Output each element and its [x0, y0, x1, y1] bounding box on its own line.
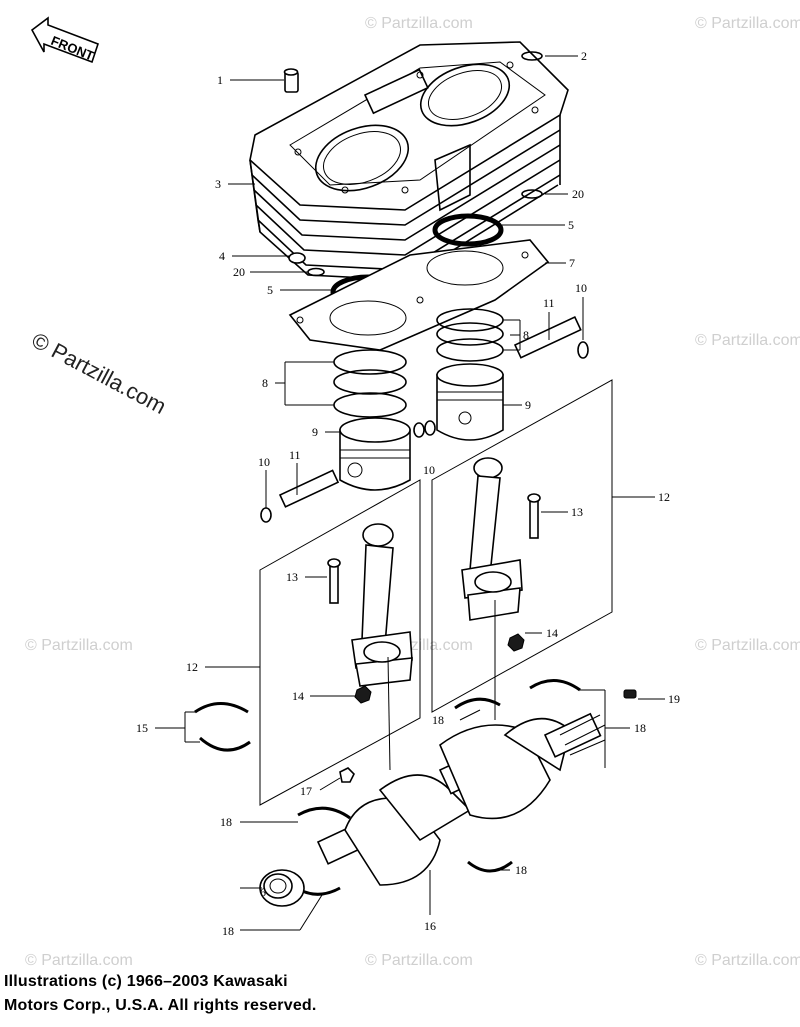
callout-13: 13 — [571, 505, 583, 519]
front-arrow-icon: FRONT — [30, 16, 100, 64]
callout-18: 18 — [222, 924, 234, 938]
watermark: © Partzilla.com — [695, 332, 800, 349]
watermark: © Partzilla.com — [695, 952, 800, 969]
piston-pin-icon — [278, 469, 340, 508]
callout-8: 8 — [523, 328, 529, 342]
watermark: © Partzilla.com — [695, 15, 800, 32]
callout-10: 10 — [575, 281, 587, 295]
watermark: © Partzilla.com — [365, 952, 473, 969]
circlip-icon — [413, 422, 425, 438]
bearing-shell-icon — [454, 697, 501, 710]
o-ring-icon — [521, 189, 543, 199]
callout-11: 11 — [543, 296, 555, 310]
connecting-rod-icon — [351, 523, 413, 687]
watermark: © Partzilla.com — [25, 637, 133, 654]
piston-icon — [436, 363, 504, 441]
callout-5: 5 — [568, 218, 574, 232]
callout-3: 3 — [215, 177, 221, 191]
callout-17: 17 — [300, 784, 312, 798]
crankshaft-icon — [316, 712, 606, 886]
conrod-group-box — [259, 479, 421, 806]
piston-pin-icon — [513, 316, 582, 359]
conrod-bolt-icon — [327, 558, 341, 604]
bearing-shell-icon — [529, 679, 581, 692]
dowel-pin-icon — [283, 68, 299, 93]
callout-14: 14 — [292, 689, 304, 703]
watermark-layer: © Partzilla.com © Partzilla.com © Partzi… — [25, 15, 800, 969]
callout-15: 15 — [136, 721, 148, 735]
cylinder-block-icon — [249, 41, 569, 281]
woodruff-key-icon — [623, 689, 637, 699]
copyright-line-1: Illustrations (c) 1966–2003 Kawasaki — [4, 973, 288, 990]
bearing-shell-icon — [194, 702, 251, 752]
connecting-rod-icon — [461, 457, 523, 621]
callout-5: 5 — [267, 283, 273, 297]
callout-14: 14 — [546, 626, 558, 640]
bearing-shell-icon — [467, 860, 513, 873]
copyright-line-2: Motors Corp., U.S.A. All rights reserved… — [4, 997, 317, 1014]
callout-9: 9 — [525, 398, 531, 412]
callout-13: 13 — [286, 570, 298, 584]
conrod-group-box — [431, 379, 613, 713]
callout-12: 12 — [658, 490, 670, 504]
callout-16: 16 — [424, 919, 436, 933]
conrod-nut-icon — [507, 633, 525, 652]
callout-18: 18 — [515, 863, 527, 877]
callout-labels: 1 2 3 4 5 5 6 7 8 8 9 9 10 10 10 11 11 1… — [136, 49, 680, 938]
callout-6: 6 — [260, 885, 266, 899]
piston-rings-icon — [333, 349, 407, 418]
callout-18: 18 — [220, 815, 232, 829]
watermark: © Partzilla.com — [365, 15, 473, 32]
watermark: © Partzilla.com — [25, 952, 133, 969]
callout-19: 19 — [668, 692, 680, 706]
o-ring-icon — [521, 51, 543, 61]
callout-20: 20 — [572, 187, 584, 201]
callout-12: 12 — [186, 660, 198, 674]
callout-18: 18 — [634, 721, 646, 735]
callout-8: 8 — [262, 376, 268, 390]
piston-icon — [339, 417, 411, 491]
circlip-icon — [260, 507, 272, 523]
callout-10: 10 — [258, 455, 270, 469]
callout-4: 4 — [219, 249, 225, 263]
base-gasket-icon — [288, 239, 550, 351]
callout-2: 2 — [581, 49, 587, 63]
o-ring-icon — [432, 213, 504, 247]
circlip-icon — [577, 341, 589, 359]
o-ring-icon — [307, 267, 325, 277]
callout-11: 11 — [289, 448, 301, 462]
bearing-shell-icon — [297, 806, 351, 820]
watermark: © Partzilla.com — [695, 637, 800, 654]
leader-lines — [155, 55, 665, 931]
plug-icon — [339, 767, 355, 783]
oil-seal-icon — [259, 869, 305, 907]
callout-9: 9 — [312, 425, 318, 439]
callout-20: 20 — [233, 265, 245, 279]
callout-1: 1 — [217, 73, 223, 87]
conrod-nut-icon — [354, 685, 372, 704]
circlip-icon — [424, 420, 436, 436]
partzilla-watermark: © Partzilla.com — [28, 327, 171, 419]
nut-icon — [288, 252, 306, 264]
callout-7: 7 — [569, 256, 575, 270]
conrod-bolt-icon — [527, 493, 541, 539]
callout-10: 10 — [423, 463, 435, 477]
callout-18: 18 — [432, 713, 444, 727]
